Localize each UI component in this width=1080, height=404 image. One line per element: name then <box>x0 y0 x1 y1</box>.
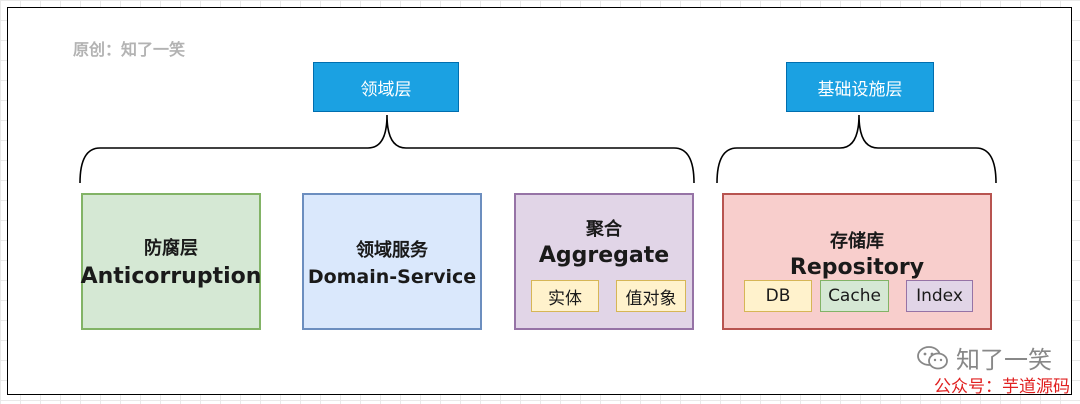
aggregate-en-label: Aggregate <box>538 243 670 268</box>
wechat-icon <box>917 345 948 369</box>
domain-service-box: 领域服务 Domain-Service <box>302 193 482 330</box>
watermark-name: 知了一笑 <box>916 340 1052 375</box>
infra-layer-header: 基础设施层 <box>786 62 934 112</box>
entity-chip: 实体 <box>531 280 599 312</box>
anticorruption-box: 防腐层 Anticorruption <box>81 193 261 330</box>
domain-brace <box>79 114 695 184</box>
anticorruption-en-label: Anticorruption <box>80 264 262 289</box>
aggregate-cn-label: 聚合 <box>586 219 622 240</box>
anticorruption-cn-label: 防腐层 <box>144 238 198 259</box>
cache-chip: Cache <box>820 280 889 312</box>
index-chip: Index <box>906 280 973 312</box>
watermark-name-text: 知了一笑 <box>956 346 1052 374</box>
domain-service-en-label: Domain-Service <box>307 265 477 288</box>
value-object-chip: 值对象 <box>616 280 686 312</box>
credit-label: 原创：知了一笑 <box>73 40 186 59</box>
repository-cn-label: 存储库 <box>830 231 884 252</box>
domain-layer-header: 领域层 <box>313 62 459 112</box>
watermark-account: 公众号：芋道源码 <box>934 377 1070 397</box>
domain-service-cn-label: 领域服务 <box>356 239 428 261</box>
db-chip: DB <box>744 280 812 312</box>
repository-en-label: Repository <box>789 255 925 280</box>
infra-brace <box>716 114 997 184</box>
